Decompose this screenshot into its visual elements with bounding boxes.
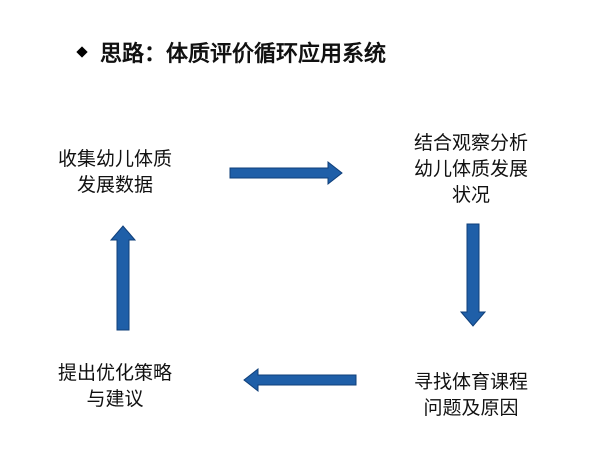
node-collect-data: 收集幼儿体质 发展数据 xyxy=(30,146,200,198)
node-find-problems: 寻找体育课程 问题及原因 xyxy=(376,369,566,421)
node-line: 收集幼儿体质 xyxy=(57,148,172,170)
node-line: 与建议 xyxy=(86,388,144,410)
node-line: 问题及原因 xyxy=(423,397,519,419)
node-line: 结合观察分析 xyxy=(413,132,528,154)
arrow-left-icon xyxy=(243,367,357,393)
title-row: 思路：体质评价循环应用系统 xyxy=(76,34,387,70)
page-title: 思路：体质评价循环应用系统 xyxy=(100,42,387,67)
node-propose-strategy: 提出优化策略 与建议 xyxy=(30,360,200,412)
node-line: 发展数据 xyxy=(76,174,153,196)
node-line: 寻找体育课程 xyxy=(413,371,528,393)
node-analyze: 结合观察分析 幼儿体质发展 状况 xyxy=(376,130,566,208)
node-line: 状况 xyxy=(451,184,490,206)
node-line: 幼儿体质发展 xyxy=(413,158,528,180)
arrow-right-icon xyxy=(229,160,343,186)
arrow-down-icon xyxy=(459,223,487,327)
arrow-up-icon xyxy=(109,225,137,331)
node-line: 提出优化策略 xyxy=(57,362,172,384)
